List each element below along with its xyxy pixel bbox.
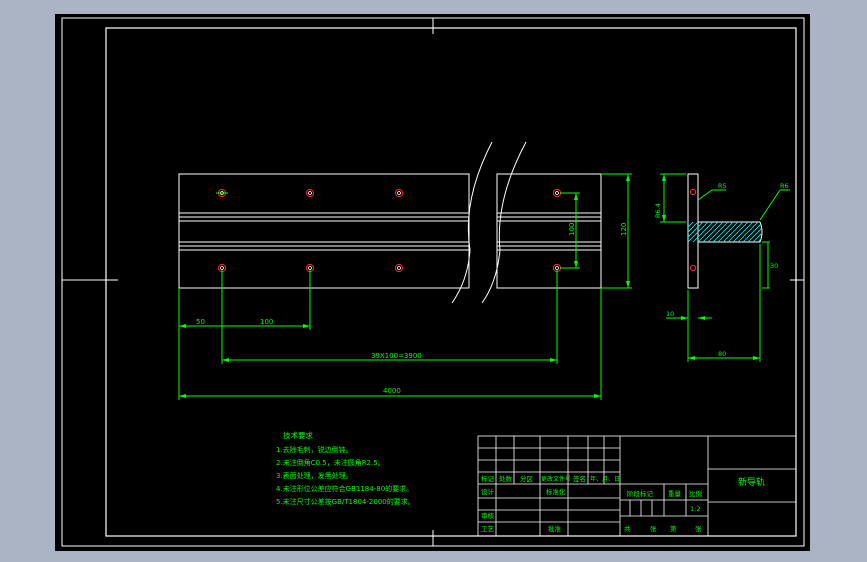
tb-stage-mark: 阶段标记 (627, 489, 654, 498)
centering-marks (62, 18, 804, 546)
hatch-line (707, 222, 729, 242)
hatch-line (737, 222, 759, 242)
tb-part-name: 新导轨 (738, 476, 765, 488)
hatch-line (732, 222, 754, 242)
tb-header: 标记 (481, 474, 495, 483)
tb-header: 更改文件号 (541, 475, 571, 483)
section-hole-bottom (689, 264, 697, 272)
tb-designer: 设计 (481, 487, 495, 496)
section-hole-top (689, 188, 697, 196)
mounting-hole (394, 263, 404, 273)
dim-label-50: 50 (196, 318, 205, 326)
hatch-line (692, 222, 714, 242)
hatch-line (717, 222, 739, 242)
hatch-line (742, 222, 762, 242)
hatch-line (688, 222, 704, 242)
tech-req-line: 1.去除毛刺，锐边倒钝。 (276, 445, 353, 454)
mounting-hole-core (308, 266, 312, 270)
section-label-depth: 30 (770, 262, 778, 270)
rail-left-segment (178, 173, 470, 289)
tb-review: 审核 (481, 511, 495, 520)
hatch-line (722, 222, 744, 242)
mounting-hole-core (397, 266, 401, 270)
section-dimension-arrows (662, 174, 760, 360)
hatch-line (747, 222, 762, 242)
tech-requirements: 技术要求 1.去除毛刺，锐边倒钝。 2.未注倒角C0.5，未注圆角R2.5。 3… (276, 430, 415, 506)
dimension-arrows (179, 174, 630, 398)
section-label-width: 80 (718, 350, 726, 358)
title-block-grid (477, 435, 797, 537)
mounting-hole-core (397, 191, 401, 195)
dim-label-total: 4000 (383, 387, 401, 395)
front-dimension-lines (178, 173, 632, 400)
rail-right-segment (496, 173, 602, 289)
dim-label-height: 120 (620, 223, 628, 236)
tb-header: 分区 (520, 474, 534, 483)
tb-sheet: 第 (670, 524, 677, 533)
hatch-line (688, 222, 694, 242)
mounting-hole (305, 188, 315, 198)
hatch-line (752, 222, 762, 242)
tb-scale-label: 比例 (689, 489, 702, 498)
tb-scale-value: 1:2 (690, 505, 700, 513)
drawing-sheet (55, 14, 810, 551)
tb-weight: 重量 (668, 490, 682, 498)
tb-process: 工艺 (481, 525, 495, 533)
section-hatch (688, 222, 762, 242)
tb-header: 签名 (573, 474, 586, 483)
hatch-line (697, 222, 719, 242)
tb-sheet: 共 (624, 524, 631, 533)
tech-req-line: 3.表面处理，发黑处理。 (276, 471, 353, 480)
hatch-line (688, 222, 709, 242)
section-label-base: 10 (666, 310, 674, 318)
dim-label-100: 100 (260, 318, 273, 326)
tech-req-line: 2.未注倒角C0.5，未注圆角R2.5。 (276, 458, 385, 467)
section-label-top: R5 (718, 182, 727, 190)
title-block-text: 标记 处数 分区 更改文件号 签名 年、月、日 设计 标准化 审核 工艺 批准 … (481, 474, 765, 533)
tb-approve: 批准 (548, 524, 562, 533)
rail-front-view (178, 141, 602, 304)
tb-sheet: 张 (650, 524, 657, 533)
tech-req-line: 4.未注形位公差应符合GB1184-80的要求。 (276, 484, 413, 493)
inner-frame (105, 27, 797, 537)
hatch-line (702, 222, 724, 242)
mounting-hole-core (220, 266, 224, 270)
tb-header: 处数 (499, 474, 513, 483)
mounting-hole-core (308, 191, 312, 195)
tb-standardization: 标准化 (546, 487, 566, 496)
dim-label-hole-pitch: 100 (568, 223, 576, 236)
break-line-right (481, 141, 527, 304)
section-label-left: R6.4 (654, 203, 662, 218)
rail-groove-lines (179, 212, 601, 251)
tech-req-line: 5.未注尺寸公差按GB/T1804-2000的要求。 (276, 497, 415, 506)
mounting-hole-core (555, 266, 559, 270)
mounting-hole-core (555, 191, 559, 195)
mounting-hole (394, 188, 404, 198)
section-label-right: R6 (780, 182, 789, 190)
hatch-line (712, 222, 734, 242)
tb-sheet: 张 (695, 524, 702, 533)
hatch-line (727, 222, 749, 242)
dim-label-spacing: 39X100=3900 (371, 352, 422, 360)
break-line-left (451, 141, 493, 304)
tech-req-title: 技术要求 (283, 430, 313, 440)
tb-header: 年、月、日 (590, 475, 620, 483)
hatch-line (688, 222, 699, 242)
